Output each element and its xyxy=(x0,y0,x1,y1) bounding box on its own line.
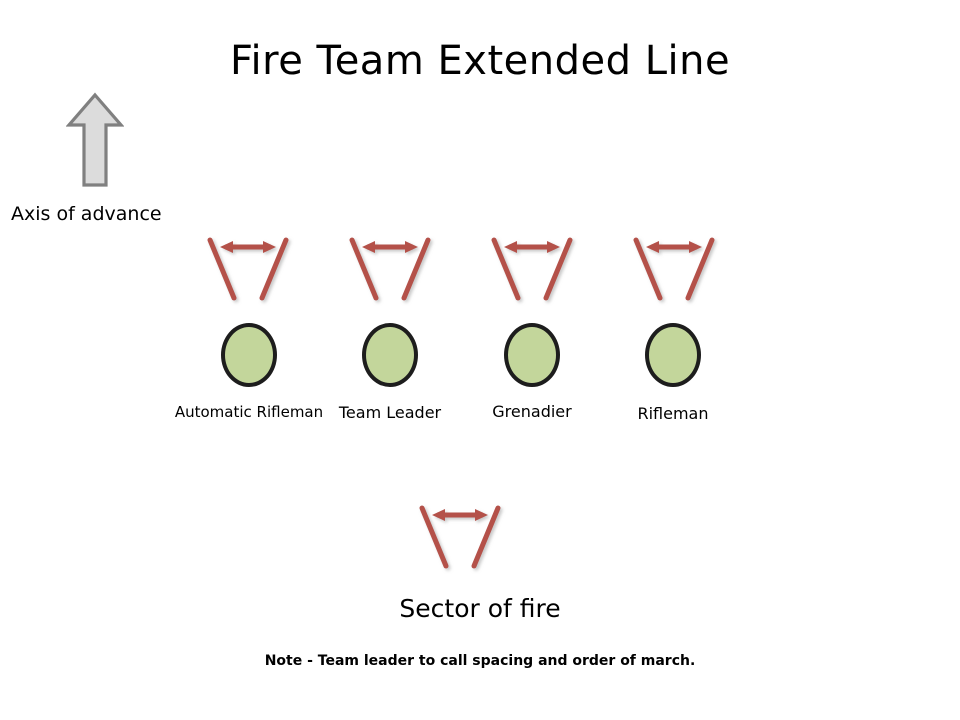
sector-of-fire-legend-icon xyxy=(408,500,512,574)
soldier-label-rifleman: Rifleman xyxy=(637,404,709,423)
sector-of-fire-icon-4 xyxy=(622,232,726,306)
soldier-label-automatic-rifleman: Automatic Rifleman xyxy=(174,403,324,421)
page-title: Fire Team Extended Line xyxy=(229,38,731,84)
sector-of-fire-legend-label: Sector of fire xyxy=(399,594,561,623)
sector-of-fire-icon-1 xyxy=(196,232,300,306)
soldier-marker-grenadier[interactable] xyxy=(504,323,560,387)
soldier-marker-automatic-rifleman[interactable] xyxy=(221,323,277,387)
soldier-label-grenadier: Grenadier xyxy=(492,402,572,421)
sector-of-fire-icon-3 xyxy=(480,232,584,306)
soldier-marker-team-leader[interactable] xyxy=(362,323,418,387)
soldier-label-team-leader: Team Leader xyxy=(338,403,442,422)
up-arrow-icon xyxy=(65,92,125,187)
note-text: Note - Team leader to call spacing and o… xyxy=(264,653,696,669)
axis-of-advance-label: Axis of advance xyxy=(11,203,162,225)
sector-of-fire-icon-2 xyxy=(338,232,442,306)
soldier-marker-rifleman[interactable] xyxy=(645,323,701,387)
axis-of-advance-arrow xyxy=(65,92,125,188)
